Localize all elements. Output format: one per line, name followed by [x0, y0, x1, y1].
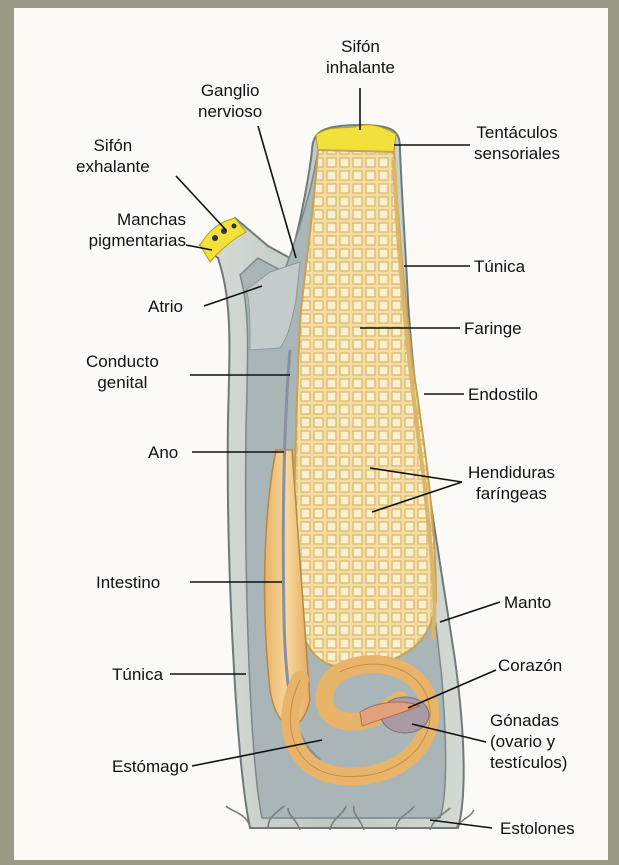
- label-manto: Manto: [504, 592, 551, 613]
- label-atrio: Atrio: [148, 296, 183, 317]
- label-tentaculos-sensoriales: Tentáculossensoriales: [474, 122, 560, 164]
- label-sifon-inhalante: Sifóninhalante: [326, 36, 395, 78]
- label-gonadas: Gónadas(ovario ytestículos): [490, 710, 567, 773]
- label-tunica-left: Túnica: [112, 664, 163, 685]
- label-corazon: Corazón: [498, 655, 562, 676]
- inhalant-siphon-tip: [316, 125, 396, 152]
- label-tunica-right: Túnica: [474, 256, 525, 277]
- label-estolones: Estolones: [500, 818, 575, 839]
- label-estomago: Estómago: [112, 756, 189, 777]
- label-conducto-genital: Conductogenital: [86, 351, 159, 393]
- label-faringe: Faringe: [464, 318, 522, 339]
- label-ano: Ano: [148, 442, 178, 463]
- label-hendiduras-faringeas: Hendidurasfaríngeas: [468, 462, 555, 504]
- label-endostilo: Endostilo: [468, 384, 538, 405]
- label-manchas-pigmentarias: Manchaspigmentarias: [40, 209, 186, 251]
- label-sifon-exhalante: Sifónexhalante: [76, 135, 150, 177]
- label-ganglio-nervioso: Ganglionervioso: [198, 80, 262, 122]
- label-intestino: Intestino: [96, 572, 160, 593]
